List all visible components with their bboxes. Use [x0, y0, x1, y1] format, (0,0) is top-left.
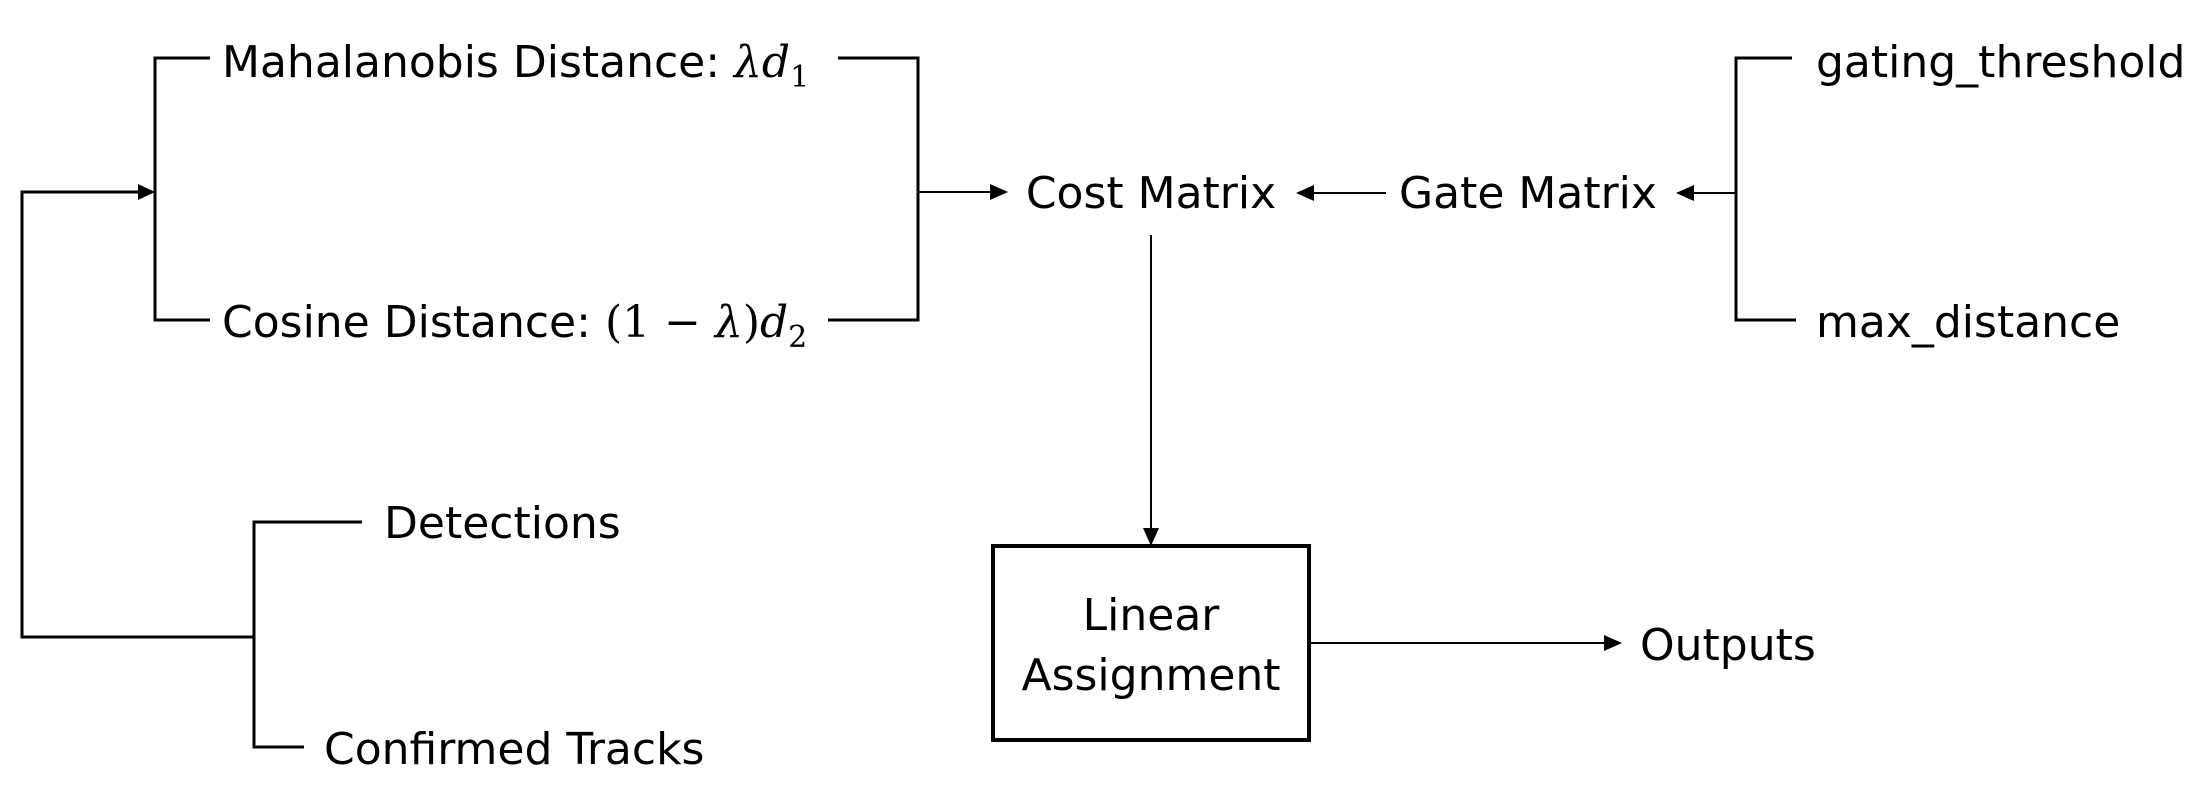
to-gate-matrix-arrowhead [1676, 185, 1694, 201]
linear-assignment-box [991, 544, 1311, 742]
distance-bracket-line [153, 56, 210, 322]
max-distance-label: max_distance [1816, 297, 2120, 348]
to-cost-matrix-arrowhead [990, 184, 1008, 200]
gate-matrix-label: Gate Matrix [1399, 168, 1657, 219]
detections-label: Detections [384, 498, 621, 549]
linear-assignment-label-line1: Linear [1083, 590, 1221, 641]
cost-matrix-label: Cost Matrix [1026, 168, 1276, 219]
input-feedback-line [20, 190, 254, 639]
gate-to-cost-arrowhead [1296, 185, 1314, 201]
gating-threshold-label: gating_threshold [1816, 37, 2185, 88]
confirmed-tracks-label: Confirmed Tracks [324, 724, 704, 775]
cost-to-assignment-arrowhead [1143, 528, 1159, 546]
cosine-distance-label: Cosine Distance: (1 − λ)d2 [222, 297, 807, 355]
input-feedback-arrowhead [138, 184, 155, 200]
outputs-label: Outputs [1640, 620, 1816, 671]
mahalanobis-distance-label: Mahalanobis Distance: λd1 [222, 37, 809, 95]
linear-assignment-label-line2: Assignment [1021, 650, 1280, 701]
cost-bracket-line [828, 56, 920, 322]
assignment-to-outputs-arrowhead [1604, 635, 1622, 651]
inputs-bracket-line [252, 520, 362, 749]
gate-params-bracket-line [1734, 56, 1796, 322]
